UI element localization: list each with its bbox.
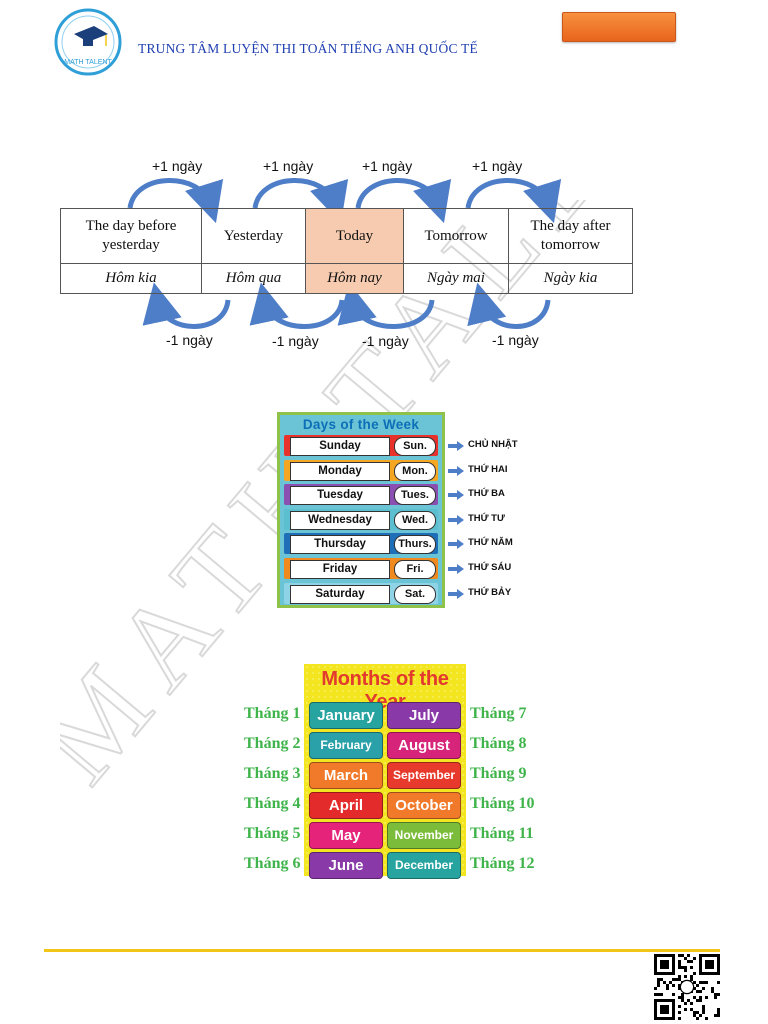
month-number-label: Tháng 3: [244, 765, 301, 782]
cell-ngay-kia: Ngày kia: [508, 263, 633, 294]
minus-arrow-4: [467, 282, 551, 329]
minus-label-4: -1 ngày: [492, 332, 539, 348]
cell-today: Today: [305, 208, 404, 264]
minus-arrow-1: [142, 282, 231, 329]
vietnamese-day: THỨ HAI: [468, 463, 508, 475]
plus-arrow-1: [127, 178, 224, 224]
day-name: Sunday: [290, 437, 390, 456]
cell-tomorrow: Tomorrow: [403, 208, 509, 264]
day-abbr: Sat.: [394, 584, 436, 604]
month-pill: June: [309, 852, 383, 879]
qr-code[interactable]: [654, 954, 720, 1020]
plus-label-3: +1 ngày: [362, 158, 413, 174]
math-talent-logo: MATH TALENT: [54, 8, 122, 76]
plus-arrow-2: [252, 178, 349, 224]
plus-label-4: +1 ngày: [472, 158, 523, 174]
minus-label-2: -1 ngày: [272, 333, 319, 349]
vietnamese-day: THỨ TƯ: [468, 512, 505, 524]
month-pill: August: [387, 732, 461, 759]
month-pill: January: [309, 702, 383, 729]
month-pill: December: [387, 852, 461, 879]
cell-hom-kia: Hôm kia: [60, 263, 202, 294]
day-abbr: Mon.: [394, 461, 436, 481]
plus-label-1: +1 ngày: [152, 158, 203, 174]
orange-header-button[interactable]: [562, 12, 676, 42]
month-pill: March: [309, 762, 383, 789]
month-number-label: Tháng 8: [470, 735, 527, 752]
cell-hom-nay: Hôm nay: [305, 263, 404, 294]
month-pill: May: [309, 822, 383, 849]
arrow-right-icon: [448, 490, 464, 501]
month-pill: September: [387, 762, 461, 789]
month-pill: July: [387, 702, 461, 729]
arrow-right-icon: [448, 588, 464, 599]
month-pill: November: [387, 822, 461, 849]
month-number-label: Tháng 9: [470, 765, 527, 782]
plus-arrow-4: [465, 178, 562, 224]
month-number-label: Tháng 12: [470, 855, 535, 872]
day-abbr: Fri.: [394, 560, 436, 579]
cell-day-before-yesterday: The day before yesterday: [60, 208, 202, 264]
day-abbr: Wed.: [394, 510, 436, 530]
month-number-label: Tháng 6: [244, 855, 301, 872]
vietnamese-day: THỨ BA: [468, 488, 505, 500]
arrow-right-icon: [448, 441, 464, 451]
vietnamese-day: THỨ SÁU: [468, 562, 512, 573]
plus-arrow-3: [355, 178, 452, 224]
month-pill: February: [309, 732, 383, 759]
header-title: TRUNG TÂM LUYỆN THI TOÁN TIẾNG ANH QUỐC …: [138, 41, 478, 56]
cell-day-after-tomorrow: The day after tomorrow: [508, 208, 633, 264]
day-name: Saturday: [290, 584, 390, 604]
day-abbr: Tues.: [394, 486, 436, 506]
month-number-label: Tháng 5: [244, 825, 301, 842]
day-arrows: [127, 178, 562, 329]
day-abbr: Sun.: [394, 437, 436, 456]
day-relation-table: The day before yesterday Yesterday Today…: [60, 208, 633, 294]
day-name: Friday: [290, 560, 390, 579]
vietnamese-day: THỨ NĂM: [468, 537, 513, 549]
logo-text: MATH TALENT: [64, 59, 112, 66]
month-pill: April: [309, 792, 383, 819]
arrow-right-icon: [448, 539, 464, 550]
vietnamese-day: THỨ BẢY: [468, 586, 512, 598]
month-number-label: Tháng 1: [244, 705, 301, 722]
day-name: Thursday: [290, 535, 390, 555]
month-number-label: Tháng 7: [470, 705, 527, 722]
month-number-label: Tháng 2: [244, 735, 301, 752]
day-name: Monday: [290, 461, 390, 481]
cell-ngay-mai: Ngày mai: [403, 263, 509, 294]
arrow-right-icon: [448, 514, 464, 525]
month-number-label: Tháng 4: [244, 795, 301, 812]
minus-arrow-3: [337, 282, 435, 329]
minus-label-1: -1 ngày: [166, 332, 213, 348]
days-poster-title: Days of the Week: [302, 417, 420, 432]
footer-line: [44, 949, 720, 952]
arrow-right-icon: [448, 465, 464, 476]
minus-arrow-2: [249, 282, 345, 329]
day-abbr: Thurs.: [394, 535, 436, 555]
cell-yesterday: Yesterday: [201, 208, 306, 264]
month-pill: October: [387, 792, 461, 819]
day-name: Tuesday: [290, 486, 390, 506]
day-name: Wednesday: [290, 510, 390, 530]
arrow-right-icon: [448, 564, 464, 574]
month-number-label: Tháng 10: [470, 795, 535, 812]
cell-hom-qua: Hôm qua: [201, 263, 306, 294]
minus-label-3: -1 ngày: [362, 333, 409, 349]
vietnamese-day: CHỦ NHẬT: [468, 439, 518, 450]
month-number-label: Tháng 11: [470, 825, 534, 842]
plus-label-2: +1 ngày: [263, 158, 314, 174]
